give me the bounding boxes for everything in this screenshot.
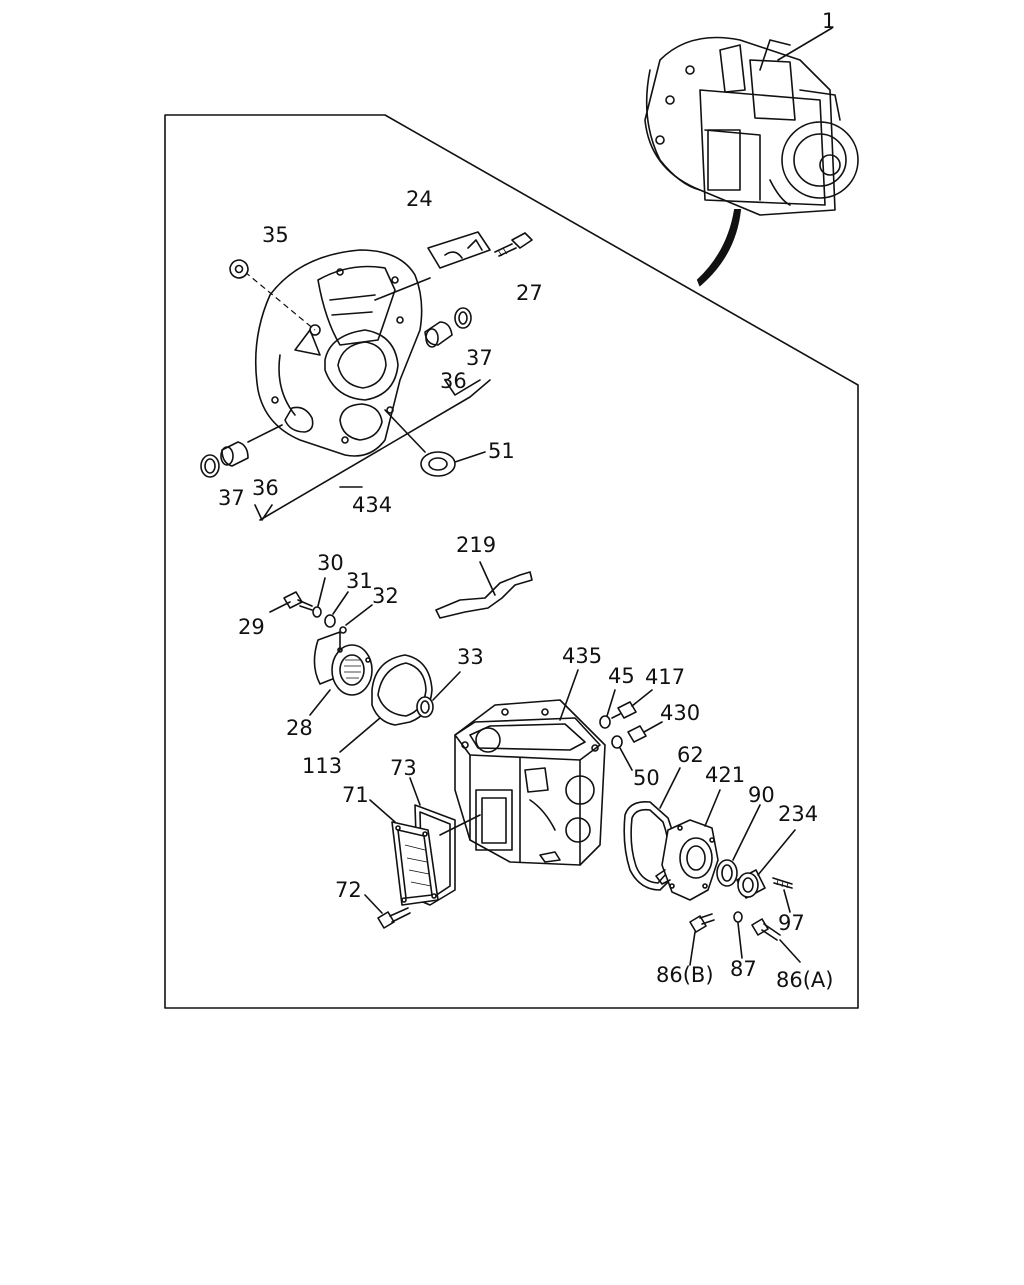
label-28: 28 (286, 716, 313, 740)
label-50: 50 (633, 766, 660, 790)
part-32-pin (339, 626, 347, 634)
label-90: 90 (748, 783, 775, 807)
part-71-side-cover (391, 821, 439, 906)
part-421-rear-cover (655, 819, 719, 901)
label-24: 24 (406, 187, 433, 211)
label-51: 51 (488, 439, 515, 463)
part-45-washer (599, 715, 611, 729)
label-97: 97 (778, 911, 805, 935)
label-27: 27 (516, 281, 543, 305)
label-234: 234 (778, 802, 818, 826)
label-35: 35 (262, 223, 289, 247)
label-86b: 86(B) (656, 963, 714, 987)
part-97-stud (772, 877, 793, 889)
label-219: 219 (456, 533, 496, 557)
label-434: 434 (352, 493, 392, 517)
label-73: 73 (390, 756, 417, 780)
part-86a-bolt (751, 918, 781, 941)
label-31: 31 (346, 569, 373, 593)
clutch-housing (254, 249, 423, 457)
part-113-gasket (371, 654, 433, 726)
label-30: 30 (317, 551, 344, 575)
label-71: 71 (342, 783, 369, 807)
overview-pointer-arrow (696, 209, 742, 287)
part-29-bolt (283, 591, 313, 611)
label-45: 45 (608, 664, 635, 688)
label-435: 435 (562, 644, 602, 668)
part-86b-bolt (689, 913, 715, 933)
label-87: 87 (730, 957, 757, 981)
part-33-seal (416, 696, 434, 718)
part-30-washer (312, 606, 322, 618)
label-32: 32 (372, 584, 399, 608)
part-72-bolt (377, 907, 411, 929)
label-37-lower: 37 (218, 486, 245, 510)
label-113: 113 (302, 754, 342, 778)
part-31-washer (324, 614, 336, 628)
label-86a: 86(A) (776, 968, 833, 992)
part-50-washer (611, 735, 623, 749)
part-36-bushing-lower (220, 441, 249, 467)
label-430: 430 (660, 701, 700, 725)
part-90-seal (716, 859, 738, 887)
part-37-ring-upper (454, 307, 472, 329)
part-24-plate (427, 231, 491, 269)
bracket-434 (259, 379, 491, 521)
part-36-bushing-upper (424, 321, 453, 348)
diagram-frame (164, 114, 859, 1009)
part-35-nut (229, 259, 249, 279)
part-37-ring-lower (200, 454, 220, 478)
label-37-upper: 37 (466, 346, 493, 370)
part-234-spacer (736, 869, 766, 899)
part-51-seal (420, 451, 456, 477)
part-219-bracket (435, 571, 533, 619)
part-417-plug (611, 701, 637, 719)
part-28-front-cover (313, 631, 373, 696)
label-417: 417 (645, 665, 685, 689)
label-33: 33 (457, 645, 484, 669)
label-421: 421 (705, 763, 745, 787)
part-435-transmission-case (454, 699, 606, 866)
label-62: 62 (677, 743, 704, 767)
label-36-lower: 36 (252, 476, 279, 500)
part-430-plug (627, 725, 647, 743)
label-36-upper: 36 (440, 369, 467, 393)
part-27-bolt (494, 232, 533, 257)
transmission-assembly-overview (644, 36, 859, 216)
label-29: 29 (238, 615, 265, 639)
part-87-washer (733, 911, 743, 923)
label-1: 1 (822, 9, 835, 33)
label-72: 72 (335, 878, 362, 902)
